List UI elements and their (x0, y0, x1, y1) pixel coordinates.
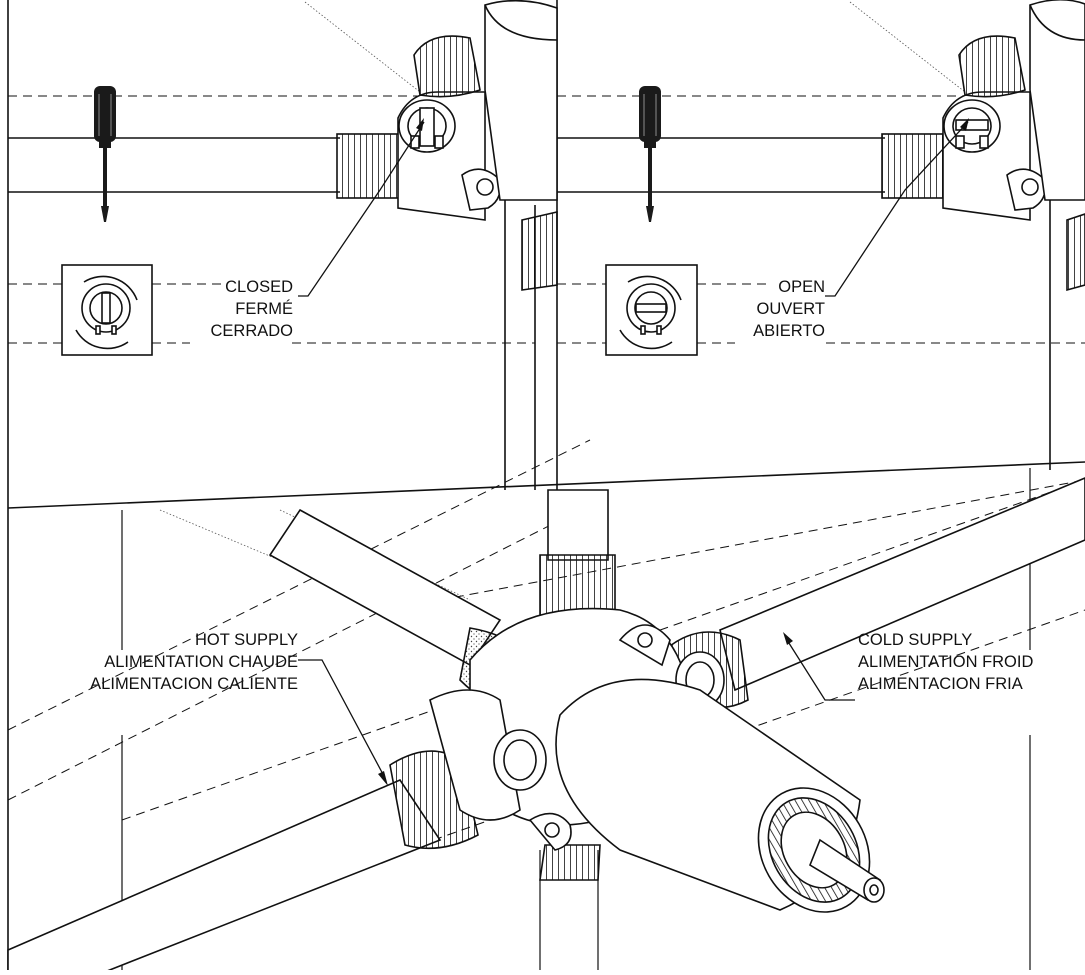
open-panel (557, 0, 1085, 470)
cold-supply-label-en: COLD SUPPLY (858, 631, 973, 649)
cold-supply-label-fr: ALIMENTATION FROID (858, 653, 1034, 671)
hot-supply-label-es: ALIMENTACION CALIENTE (90, 675, 298, 693)
open-stop-inset (605, 264, 698, 356)
screwdriver-icon (94, 86, 116, 222)
open-label-es: ABIERTO (753, 322, 825, 340)
supply-panel (7, 439, 1085, 975)
hot-supply-label-en: HOT SUPPLY (194, 631, 298, 649)
closed-label-fr: FERMÉ (235, 300, 293, 318)
closed-label-es: CERRADO (210, 322, 293, 340)
screwdriver-icon (639, 86, 661, 222)
open-label-en: OPEN (778, 278, 825, 296)
hot-supply-label-fr: ALIMENTATION CHAUDE (104, 653, 298, 671)
closed-panel (8, 0, 558, 490)
closed-label-en: CLOSED (225, 278, 293, 296)
closed-stop-inset (61, 264, 153, 356)
open-label-fr: OUVERT (756, 300, 825, 318)
cold-supply-label-es: ALIMENTACION FRIA (858, 675, 1023, 693)
